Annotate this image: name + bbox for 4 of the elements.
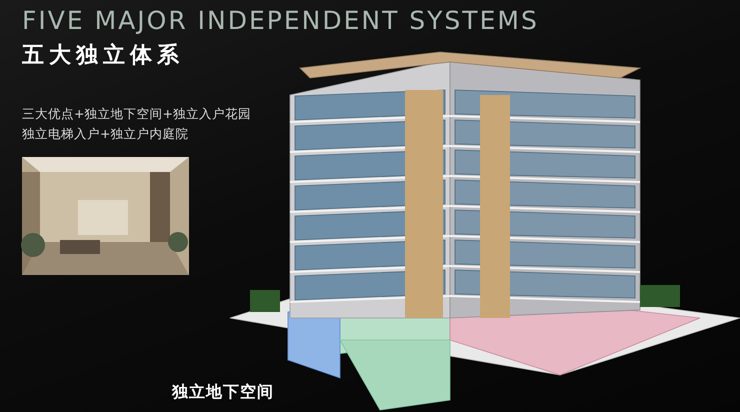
- description: 三大优点+独立地下空间+独立入户花园独立电梯入户+独立户内庭院: [22, 105, 252, 143]
- subtitle: 五大独立体系: [22, 42, 184, 70]
- caption: 独立地下空间: [172, 382, 274, 403]
- title: FIVE MAJOR INDEPENDENT SYSTEMS: [22, 6, 539, 35]
